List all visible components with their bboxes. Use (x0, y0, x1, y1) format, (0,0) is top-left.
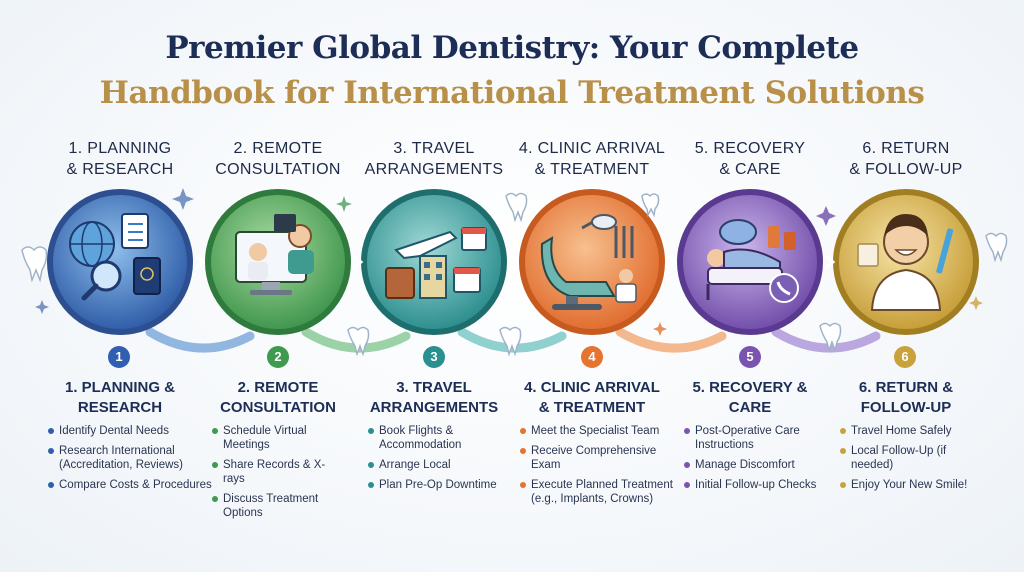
title-line-2: Handbook for International Treatment Sol… (99, 75, 925, 111)
tooth-icon (505, 192, 528, 223)
list-item: Plan Pre-Op Downtime (368, 478, 508, 492)
list-item: Local Follow-Up (if needed) (840, 444, 990, 472)
step-3-heading: 3. TRAVEL ARRANGEMENTS (369, 379, 499, 416)
smiling-patient-icon (857, 214, 954, 311)
globe-magnifier-passport-icon (69, 213, 161, 301)
arrow-4-5 (615, 327, 727, 353)
recovery-bed-icon (706, 219, 799, 303)
chevron-right-icon (667, 254, 678, 270)
list-item: Initial Follow-up Checks (684, 478, 824, 492)
airplane-hotel-icon (385, 227, 487, 299)
chevron-arrows (195, 254, 836, 270)
step-3-top-label: 3. TRAVEL ARRANGEMENTS (364, 140, 504, 178)
step-1-bullet-list: Identify Dental Needs Research Internati… (48, 424, 216, 498)
sparkle-icon (653, 322, 667, 336)
tooth-icon (985, 232, 1008, 263)
step-6-heading: 6. RETURN & FOLLOW-UP (858, 379, 954, 416)
step-4-heading: 4. CLINIC ARRIVAL & TREATMENT (524, 379, 660, 416)
sparkle-icon (969, 296, 983, 310)
tooth-icon (347, 326, 370, 357)
chevron-right-icon (353, 254, 364, 270)
list-item: Schedule Virtual Meetings (212, 424, 342, 452)
step-1-top-label: 1. PLANNING & RESEARCH (66, 140, 174, 178)
list-item: Identify Dental Needs (48, 424, 216, 438)
tooth-icons (21, 192, 1008, 357)
arrow-5-6 (771, 327, 881, 353)
step-circle-1 (47, 189, 193, 335)
decorations (35, 188, 983, 336)
list-item: Receive Comprehensive Exam (520, 444, 680, 472)
list-item: Share Records & X-rays (212, 458, 342, 486)
step-5-bullet-list: Post-Operative Care Instructions Manage … (684, 424, 824, 498)
step-3-bullet-list: Book Flights & Accommodation Arrange Loc… (368, 424, 508, 498)
step-5-number-badge: 5 (739, 346, 761, 368)
step-1-heading: 1. PLANNING & RESEARCH (64, 379, 175, 416)
sparkle-icon (35, 300, 49, 314)
step-2-heading: 2. REMOTE CONSULTATION (220, 379, 336, 416)
step-4-number-badge: 4 (581, 346, 603, 368)
step-5-heading: 5. RECOVERY & CARE (692, 379, 808, 416)
list-item: Travel Home Safely (840, 424, 990, 438)
title-line-1: Premier Global Dentistry: Your Complete (165, 30, 859, 66)
step-6-top-label: 6. RETURN & FOLLOW-UP (849, 140, 963, 178)
step-1-number-badge: 1 (108, 346, 130, 368)
step-2-number-badge: 2 (267, 346, 289, 368)
tooth-icon (21, 246, 48, 283)
step-4-top-label: 4. CLINIC ARRIVAL & TREATMENT (518, 140, 666, 178)
step-2-top-label: 2. REMOTE CONSULTATION (215, 140, 341, 178)
step-circle-4 (519, 189, 665, 335)
list-item: Book Flights & Accommodation (368, 424, 508, 452)
dental-chair-icon (540, 214, 637, 310)
step-5-top-label: 5. RECOVERY & CARE (694, 140, 806, 178)
list-item: Arrange Local (368, 458, 508, 472)
chevron-right-icon (195, 254, 206, 270)
arrow-1-2 (145, 327, 255, 353)
chevron-right-icon (825, 254, 836, 270)
step-6-bullet-list: Travel Home Safely Local Follow-Up (if n… (840, 424, 990, 498)
list-item: Research International (Accreditation, R… (48, 444, 216, 472)
chevron-right-icon (509, 254, 520, 270)
step-4-bullet-list: Meet the Specialist Team Receive Compreh… (520, 424, 680, 512)
video-call-icon (235, 214, 314, 295)
sparkle-icon (336, 196, 352, 212)
tooth-icon (499, 326, 522, 357)
sparkle-icon (172, 188, 194, 210)
step-2-bullet-list: Schedule Virtual Meetings Share Records … (212, 424, 342, 526)
list-item: Enjoy Your New Smile! (840, 478, 990, 492)
list-item: Compare Costs & Procedures (48, 478, 216, 492)
tooth-icon (641, 193, 660, 218)
list-item: Post-Operative Care Instructions (684, 424, 824, 452)
step-6-number-badge: 6 (894, 346, 916, 368)
list-item: Meet the Specialist Team (520, 424, 680, 438)
list-item: Execute Planned Treatment (e.g., Implant… (520, 478, 680, 506)
list-item: Manage Discomfort (684, 458, 824, 472)
list-item: Discuss Treatment Options (212, 492, 342, 520)
tooth-icon (819, 322, 842, 353)
step-3-number-badge: 3 (423, 346, 445, 368)
sparkle-icon (816, 206, 836, 226)
